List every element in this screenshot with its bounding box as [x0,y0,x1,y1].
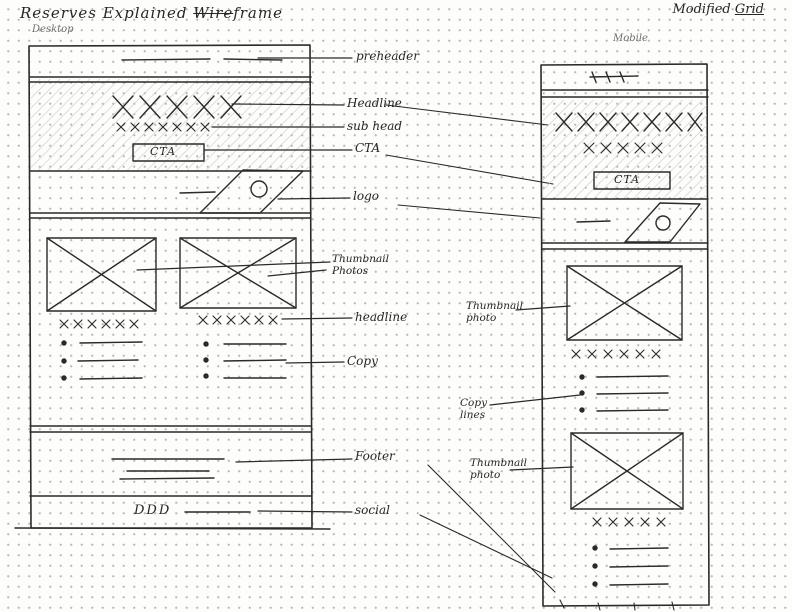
desktop-thumb-right [179,237,297,309]
mobile-headline-xs [555,112,703,132]
title-main: Reserves Explained [20,4,188,22]
corner-note-grid: Grid [734,2,764,17]
annotation-cta: CTA [355,141,381,155]
title-struck-word: Wire [193,4,234,22]
corner-note-word: Modified [672,2,731,17]
annotation-footer: Footer [355,449,395,463]
desktop-footer [29,425,312,497]
mobile-cta-box [593,171,671,190]
mobile-headline-row-2 [592,517,666,527]
mobile-thumb-2 [570,432,684,510]
mobile-bullets-2 [592,545,669,587]
annotation-headline: Headline [347,96,402,110]
desktop-thumb-left [46,237,157,312]
mobile-headline-row-1 [571,349,661,359]
mobile-subhead-xs [583,142,663,154]
mobile-cta-text: CTA [614,173,641,186]
desktop-subhead-xs [116,122,210,132]
sketch-title: Reserves Explained Wireframe [20,4,283,22]
corner-note: Modified Grid [672,2,764,17]
desktop-bullets-right [203,341,287,379]
desktop-leaders [136,57,353,513]
desktop-social-icons: DDD [134,503,172,518]
desktop-cta-text: CTA [150,145,177,158]
annotation-thumbnail-photos: Thumbnail Photos [332,253,389,277]
annotation-mobile-thumb-2: Thumbnail photo [470,457,527,481]
desktop-frame [14,44,331,530]
mobile-label: Mobile [613,33,648,44]
desktop-hero-shading [31,79,310,171]
mobile-frame [540,63,710,607]
mobile-bullets-1 [579,374,669,413]
desktop-headline-xs [112,95,242,119]
desktop-bullets-left [61,340,143,381]
annotation-copy: Copy [347,354,378,368]
mobile-header [541,71,709,98]
title-tail: frame [233,4,283,22]
annotation-social: social [355,503,390,517]
annotation-subhead: sub head [347,119,403,133]
desktop-logo-row [29,169,312,219]
cross-leaders [385,104,556,593]
mobile-logo-row [541,202,709,250]
mobile-leaders [489,305,581,471]
annotation-mobile-copy-lines: Copy lines [460,397,488,421]
desktop-cta-box [132,143,205,162]
desktop-preheader [29,58,312,83]
annotation-headline-lower: headline [355,310,408,324]
desktop-headline-row-xs [59,315,278,329]
mobile-thumb-1 [566,265,683,341]
annotation-mobile-thumb-1: Thumbnail photo [466,300,523,324]
desktop-label: Desktop [32,24,74,35]
annotation-logo: logo [353,189,379,203]
mobile-bottom-ticks [559,599,675,611]
annotation-preheader: preheader [356,49,420,63]
